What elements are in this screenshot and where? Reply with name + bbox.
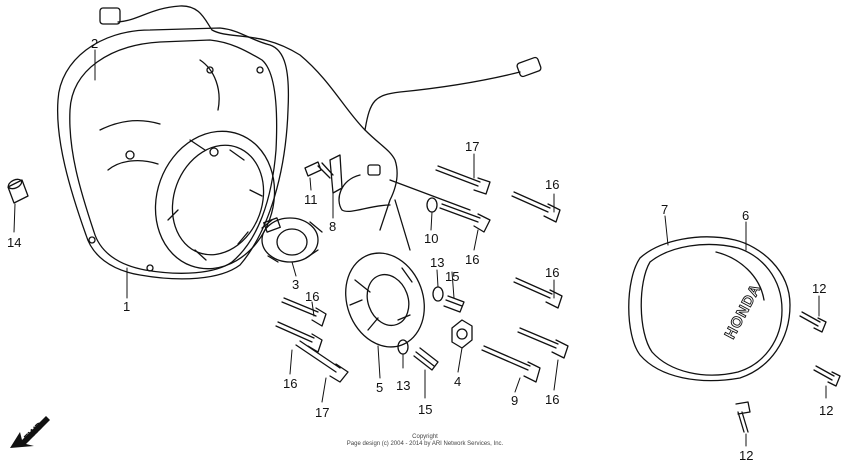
callout-12-c: 12: [739, 448, 754, 463]
bolt-part-17-upper: [435, 165, 491, 195]
bolt-part-16-c: [513, 277, 563, 309]
crankcase-cover-part-1: [69, 39, 278, 274]
cover-brand-text: HONDA: [722, 281, 765, 342]
callout-17-a: 17: [465, 139, 480, 154]
bolt-part-16-b: [511, 191, 561, 223]
bolt-part-16-d: [517, 327, 569, 359]
callout-16-b: 16: [465, 252, 480, 267]
callout-16-a: 16: [545, 177, 560, 192]
callout-4: 4: [454, 374, 462, 389]
wire-harness: [117, 5, 398, 231]
callout-12-b: 12: [819, 403, 834, 418]
callout-2: 2: [91, 36, 99, 51]
washer-part-13-upper: [432, 286, 444, 302]
callout-16-f: 16: [545, 392, 560, 407]
bolt-part-15-upper: [443, 295, 465, 313]
callout-3: 3: [292, 277, 300, 292]
connector-top: [99, 7, 121, 25]
washer-part-13-lower: [397, 339, 409, 355]
bolt-part-17-lower: [295, 340, 349, 383]
copyright-line-1: Copyright: [412, 434, 438, 440]
bolt-part-11: [304, 161, 334, 179]
fwd-arrow-icon: FWD: [10, 416, 50, 448]
copyright-line-2: Page design (c) 2004 - 2014 by ARI Netwo…: [346, 441, 504, 447]
callout-14: 14: [7, 235, 22, 250]
pulse-generator-part-3: [261, 217, 323, 263]
callout-11: 11: [304, 192, 318, 207]
cover-part-6: [640, 243, 783, 376]
callout-1: 1: [123, 299, 131, 314]
washer-part-10: [426, 197, 438, 213]
callout-6: 6: [742, 208, 750, 223]
bolt-part-16-f: [275, 321, 323, 353]
callout-13-b: 13: [396, 378, 411, 393]
clamp-part-8: [329, 154, 343, 194]
callout-13-a: 13: [430, 255, 445, 270]
callout-9: 9: [511, 393, 519, 408]
callout-7: 7: [661, 202, 669, 217]
callout-8: 8: [329, 219, 337, 234]
bolt-part-16-a: [439, 203, 491, 233]
callout-15-b: 15: [418, 402, 433, 417]
callout-12-a: 12: [812, 281, 827, 296]
callout-5: 5: [376, 380, 384, 395]
callout-16-e: 16: [283, 376, 298, 391]
bolt-part-16-e: [281, 297, 327, 327]
bolt-part-9: [481, 345, 541, 383]
screw-part-12-b: [813, 365, 841, 387]
callout-16-d: 16: [305, 289, 320, 304]
callout-16-c: 16: [545, 265, 560, 280]
callout-10: 10: [424, 231, 439, 246]
bolt-part-15-lower: [413, 347, 439, 371]
callout-15-a: 15: [445, 269, 460, 284]
gasket-part-2: [56, 27, 290, 280]
callout-17-b: 17: [315, 405, 330, 420]
screw-part-12-a: [799, 311, 827, 333]
cover-gasket-part-7: [628, 236, 791, 382]
nut-part-4: [451, 319, 473, 349]
dowel-part-14: [7, 179, 29, 204]
connector-right: [516, 56, 542, 78]
stator-part-5: [345, 252, 425, 348]
screw-part-12-c: [735, 401, 751, 433]
